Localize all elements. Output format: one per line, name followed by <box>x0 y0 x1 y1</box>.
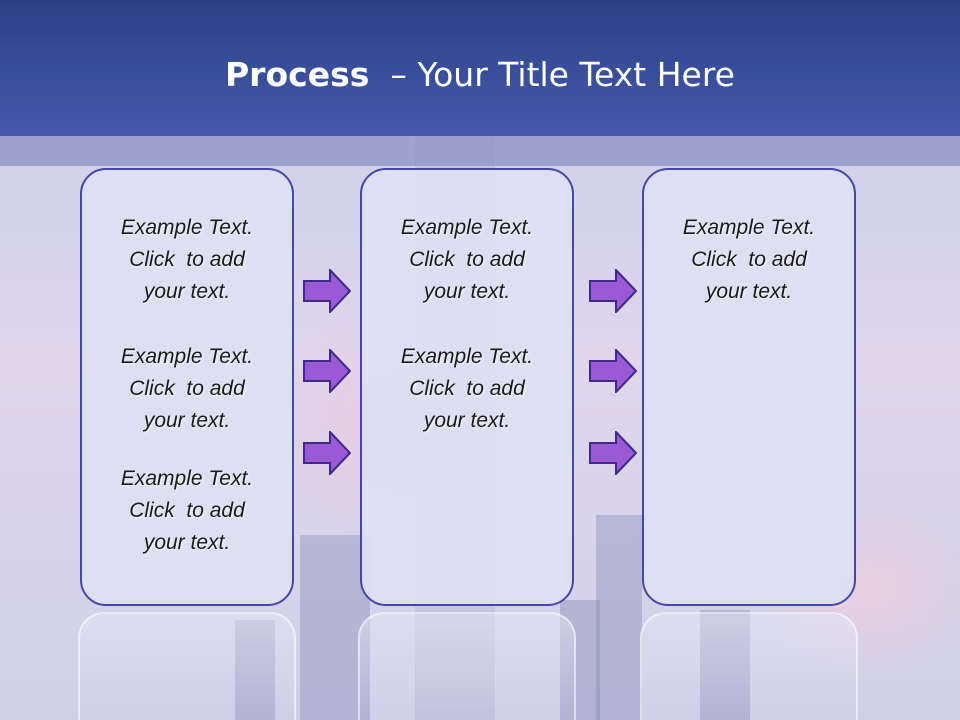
text-line: Example Text. <box>400 216 534 239</box>
panel-reflection <box>640 612 858 720</box>
process-step-panel-3[interactable]: Example Text. Click to add your text. <box>642 168 856 606</box>
right-arrow-icon[interactable] <box>589 269 637 313</box>
text-placeholder[interactable]: Example Text. Click to add your text. <box>82 212 292 308</box>
text-line: Example Text. <box>120 467 254 490</box>
text-line: Click to add <box>129 248 245 271</box>
title-bar <box>0 0 960 136</box>
text-line: Example Text. <box>120 345 254 368</box>
text-line: Click to add <box>409 248 525 271</box>
right-arrow-icon[interactable] <box>303 431 351 475</box>
title-text: – Your Title Text Here <box>369 55 735 94</box>
text-placeholder[interactable]: Example Text. Click to add your text. <box>362 341 572 437</box>
text-line: your text. <box>705 280 793 303</box>
skyline-building <box>596 515 642 720</box>
text-placeholder[interactable]: Example Text. Click to add your text. <box>82 463 292 559</box>
title-bold: Process <box>225 55 370 94</box>
title-band <box>0 136 960 166</box>
text-line: Example Text. <box>120 216 254 239</box>
right-arrow-icon[interactable] <box>589 431 637 475</box>
slide-title[interactable]: Process – Your Title Text Here <box>0 55 960 95</box>
text-line: Click to add <box>129 377 245 400</box>
text-line: Click to add <box>691 248 807 271</box>
text-line: Example Text. <box>682 216 816 239</box>
text-placeholder[interactable]: Example Text. Click to add your text. <box>82 341 292 437</box>
text-line: Click to add <box>129 499 245 522</box>
text-line: your text. <box>143 280 231 303</box>
text-placeholder[interactable]: Example Text. Click to add your text. <box>644 212 854 308</box>
text-line: your text. <box>423 280 511 303</box>
process-step-panel-2[interactable]: Example Text. Click to add your text. Ex… <box>360 168 574 606</box>
panel-reflection <box>78 612 296 720</box>
text-line: your text. <box>143 531 231 554</box>
text-line: your text. <box>143 409 231 432</box>
panel-reflection <box>358 612 576 720</box>
right-arrow-icon[interactable] <box>589 349 637 393</box>
right-arrow-icon[interactable] <box>303 269 351 313</box>
text-line: Click to add <box>409 377 525 400</box>
text-line: Example Text. <box>400 345 534 368</box>
right-arrow-icon[interactable] <box>303 349 351 393</box>
process-step-panel-1[interactable]: Example Text. Click to add your text. Ex… <box>80 168 294 606</box>
text-placeholder[interactable]: Example Text. Click to add your text. <box>362 212 572 308</box>
text-line: your text. <box>423 409 511 432</box>
